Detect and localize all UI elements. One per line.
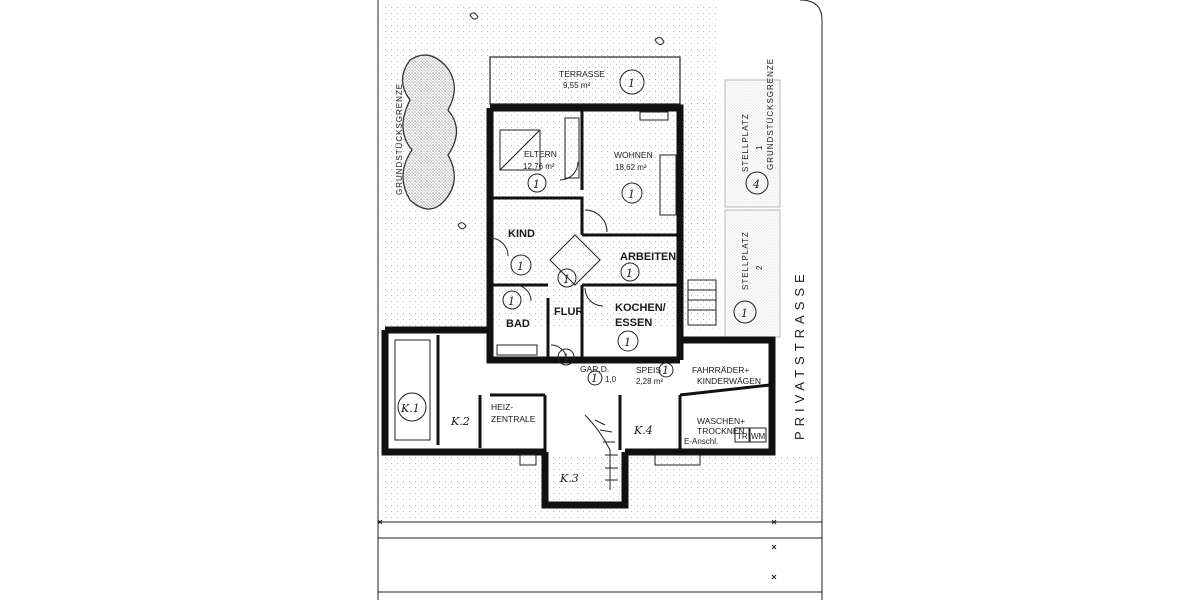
room-wohnen-mark-label: 1 xyxy=(628,188,635,201)
room-gard-mark-label: 1 xyxy=(591,372,598,385)
room-bad-mark xyxy=(502,290,522,310)
room-heiz-name-1: HEIZ- xyxy=(491,402,513,412)
room-bad-mark-label: 1 xyxy=(508,295,515,308)
cellar-k4-label: K.4 xyxy=(633,424,653,437)
room-flur-mark-label: 1 xyxy=(563,273,570,286)
garden-area-bottom xyxy=(380,455,820,520)
parking-2-mark-label: 1 xyxy=(741,307,748,320)
room-wohnen-area: 18,62 m² xyxy=(615,163,647,172)
room-kochen-mark-label: 1 xyxy=(624,336,631,349)
room-flur-lower-mark xyxy=(557,348,575,366)
room-bad-name: BAD xyxy=(506,318,530,330)
room-fahrraeder-name-1: FAHRRÄDER+ xyxy=(692,365,749,375)
room-eltern-mark xyxy=(527,173,547,193)
parking-1-number: 1 xyxy=(755,145,764,150)
room-arbeiten-mark xyxy=(620,262,640,282)
shrub-icon xyxy=(401,54,458,210)
house-walls xyxy=(486,104,684,364)
room-gard-name: GAR.D. xyxy=(580,364,609,374)
boundary-label-right: GRUNDSTÜCKSGRENZE xyxy=(766,58,775,170)
room-speis-mark-label: 1 xyxy=(662,364,669,377)
site-outline xyxy=(377,0,823,600)
room-waschen-name-1: WASCHEN+ xyxy=(697,416,745,426)
room-wohnen-name: WOHNEN xyxy=(614,150,653,160)
parking-1-mark-label: 4 xyxy=(752,178,760,191)
room-speis-name: SPEIS xyxy=(636,365,661,375)
room-kochen-name-1: KOCHEN/ xyxy=(615,302,666,314)
room-gard-mark xyxy=(587,370,603,386)
room-waschen-sub: E-Anschl. xyxy=(684,437,718,446)
boundary-label-left: GRUNDSTÜCKSGRENZE xyxy=(395,83,404,195)
street-label: PRIVATSTRASSE xyxy=(792,269,807,440)
room-flur-mark xyxy=(557,268,577,288)
annex-walls xyxy=(381,326,776,509)
parking-1-mark xyxy=(745,171,769,195)
room-waschen-name-2: TROCKNEN xyxy=(697,426,745,436)
boundary-markers xyxy=(377,12,777,580)
parking-2-label: STELLPLATZ xyxy=(741,231,750,290)
outside-stairs xyxy=(687,279,717,326)
room-eltern-area: 12,76 m² xyxy=(523,162,555,171)
room-gard-area: 1,0 xyxy=(605,375,617,384)
room-kochen-mark xyxy=(617,330,639,352)
parking-space-1 xyxy=(724,79,781,208)
room-kind-mark-label: 1 xyxy=(517,260,524,273)
room-flur-name: FLUR xyxy=(554,306,583,318)
door-arcs xyxy=(489,161,608,362)
parking-1-label: STELLPLATZ xyxy=(741,113,750,172)
terrace-mark xyxy=(619,69,645,95)
room-arbeiten-mark-label: 1 xyxy=(626,267,633,280)
cellar-k2-label: K.2 xyxy=(450,415,470,428)
room-flur-lower-mark-label: 1 xyxy=(562,352,569,365)
room-kind-mark xyxy=(510,254,532,276)
room-arbeiten-name: ARBEITEN xyxy=(620,251,676,263)
terrace-area: 9,55 m² xyxy=(563,81,590,90)
room-eltern-name: ELTERN xyxy=(524,149,557,159)
room-speis-area: 2,28 m² xyxy=(636,377,663,386)
cellar-k1-label: K.1 xyxy=(400,402,420,415)
parking-2-number: 2 xyxy=(755,265,764,270)
room-fahrraeder-name-2: KINDERWÄGEN xyxy=(697,376,761,386)
cellar-k1-mark xyxy=(397,392,427,422)
room-kind-name: KIND xyxy=(508,228,535,240)
garden-area-right xyxy=(680,100,720,330)
terrace xyxy=(489,56,681,105)
cellar-k3-label: K.3 xyxy=(559,472,579,485)
appliance-wm: WM xyxy=(751,432,766,441)
terrace-mark-label: 1 xyxy=(628,77,635,90)
parking-2-mark xyxy=(733,300,757,324)
terrace-name: TERRASSE xyxy=(559,69,605,79)
room-eltern-mark-label: 1 xyxy=(533,178,540,191)
room-wohnen-mark xyxy=(621,182,643,204)
appliance-tr: TR xyxy=(737,432,748,441)
parking-space-2 xyxy=(724,209,781,338)
room-heiz-name-2: ZENTRALE xyxy=(491,414,536,424)
room-kochen-name-2: ESSEN xyxy=(615,317,652,329)
room-speis-mark xyxy=(658,362,674,378)
